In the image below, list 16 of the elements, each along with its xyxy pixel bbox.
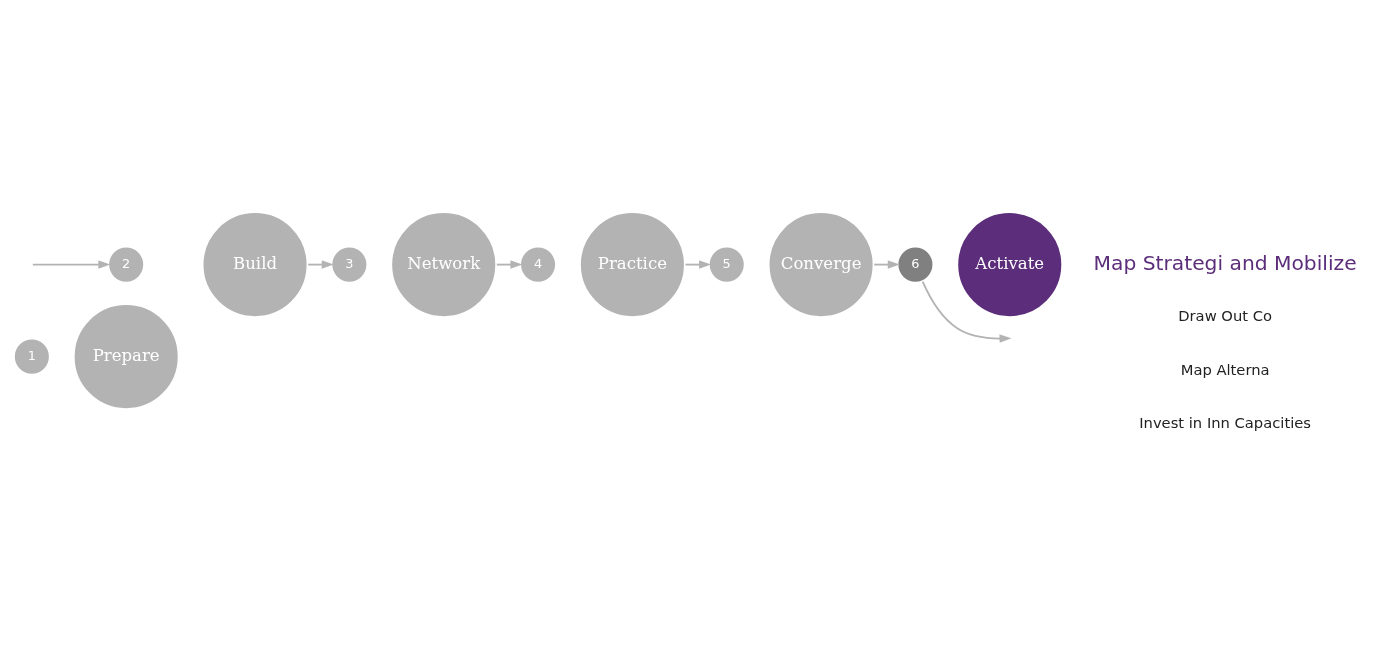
node-circle: 6 — [895, 244, 936, 284]
arrow — [873, 259, 900, 269]
label: Invest in Inn Capacities — [1139, 413, 1312, 431]
label: Map Strategi and Mobilize — [1093, 250, 1357, 275]
arrow — [684, 259, 712, 269]
arrow — [495, 259, 523, 269]
label: Draw Out Co — [1178, 306, 1273, 324]
node-circle: 3 — [329, 244, 370, 284]
arrow — [307, 259, 334, 269]
node-circle: 5 — [706, 244, 747, 284]
node-circle: 2 — [106, 244, 146, 284]
node-circle: 4 — [518, 244, 558, 284]
node-circle: 1 — [12, 336, 52, 376]
arrow — [31, 259, 111, 269]
label: Map Alterna — [1180, 360, 1270, 378]
arrow — [921, 280, 1012, 343]
